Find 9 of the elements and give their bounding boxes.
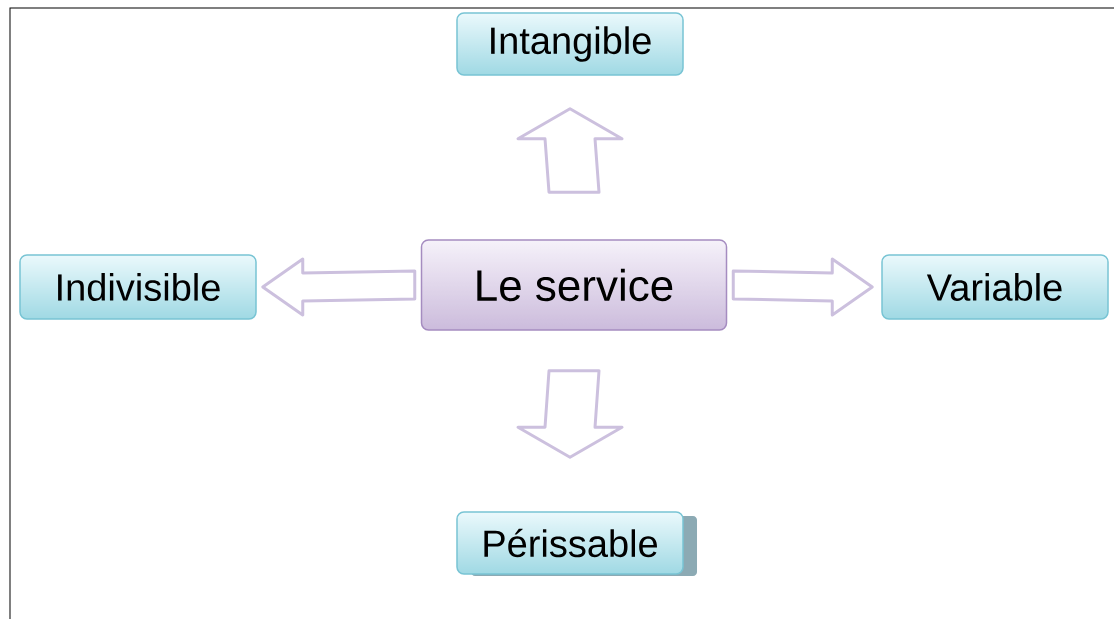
block-arrow	[516, 107, 624, 194]
block-arrow	[731, 257, 874, 317]
label-box: Périssable	[456, 511, 697, 576]
label-box: Indivisible	[19, 254, 257, 320]
block-arrow	[516, 369, 624, 459]
center-box: Le service	[420, 239, 728, 331]
label-box: Variable	[881, 254, 1109, 320]
label-box: Intangible	[456, 12, 684, 76]
block-arrow	[261, 257, 417, 317]
